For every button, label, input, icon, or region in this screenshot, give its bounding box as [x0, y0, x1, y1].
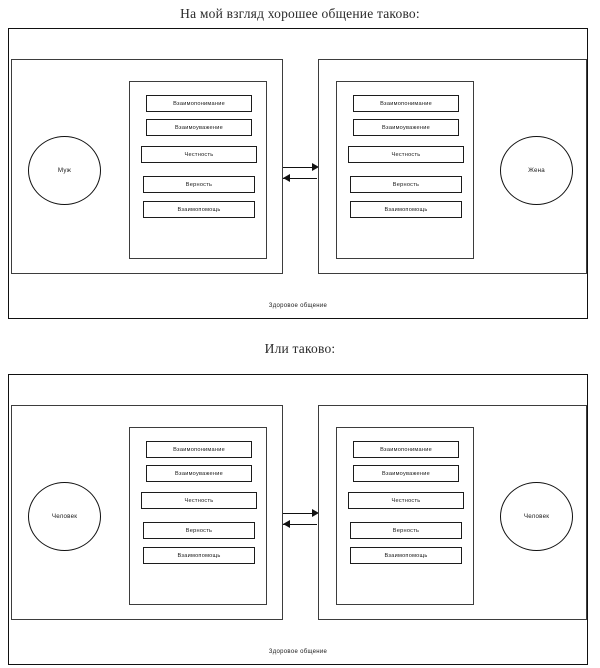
value-box: Честность [141, 492, 257, 509]
diagram-2-frame: Человек Взаимопонимание Взаимоуважение Ч… [8, 374, 588, 665]
value-box: Взаимопомощь [350, 201, 462, 218]
value-box: Взаимопонимание [353, 95, 459, 112]
value-box: Взаимопомощь [143, 201, 255, 218]
value-box: Верность [350, 176, 462, 193]
diagram-1-left-panel: Муж Взаимопонимание Взаимоуважение Честн… [11, 59, 283, 274]
value-box: Верность [350, 522, 462, 539]
diagram-2-title: Или таково: [264, 341, 336, 356]
arrow-right-icon [312, 509, 319, 517]
diagram-2-left-panel: Человек Взаимопонимание Взаимоуважение Ч… [11, 405, 283, 620]
arrow-left-icon [283, 174, 290, 182]
value-box: Честность [348, 146, 464, 163]
diagram-1-title: На мой взгляд хорошее общение таково: [180, 6, 420, 21]
arrow-right-icon [312, 163, 319, 171]
arrow-left-line [283, 178, 317, 179]
value-box: Взаимопонимание [353, 441, 459, 458]
value-box: Честность [348, 492, 464, 509]
diagram-1-frame: Муж Взаимопонимание Взаимоуважение Честн… [8, 28, 588, 319]
value-box: Взаимоуважение [353, 119, 459, 136]
value-box: Взаимопонимание [146, 95, 252, 112]
diagram-1-connector-arrows [283, 159, 319, 185]
diagram-1-left-actor-circle: Муж [28, 136, 101, 205]
value-box: Верность [143, 522, 255, 539]
value-box: Взаимопомощь [143, 547, 255, 564]
diagram-2-right-actor-circle: Человек [500, 482, 573, 551]
diagram-1-right-values-box: Взаимопонимание Взаимоуважение Честность… [336, 81, 474, 259]
arrow-left-line [283, 524, 317, 525]
diagram-2-right-values-box: Взаимопонимание Взаимоуважение Честность… [336, 427, 474, 605]
arrow-right-line [283, 513, 317, 514]
value-box: Взаимоуважение [353, 465, 459, 482]
diagram-1-right-actor-circle: Жена [500, 136, 573, 205]
value-box: Взаимопомощь [350, 547, 462, 564]
value-box: Взаимоуважение [146, 465, 252, 482]
diagram-2-left-values-box: Взаимопонимание Взаимоуважение Честность… [129, 427, 267, 605]
value-box: Взаимоуважение [146, 119, 252, 136]
diagram-2-right-panel: Взаимопонимание Взаимоуважение Честность… [318, 405, 587, 620]
diagram-2-connector-arrows [283, 505, 319, 531]
diagram-1-right-panel: Взаимопонимание Взаимоуважение Честность… [318, 59, 587, 274]
value-box: Честность [141, 146, 257, 163]
value-box: Верность [143, 176, 255, 193]
diagram-1-left-values-box: Взаимопонимание Взаимоуважение Честность… [129, 81, 267, 259]
arrow-right-line [283, 167, 317, 168]
arrow-left-icon [283, 520, 290, 528]
value-box: Взаимопонимание [146, 441, 252, 458]
diagram-2-caption: Здоровое общение [268, 649, 328, 655]
diagram-1-caption: Здоровое общение [268, 303, 328, 309]
diagram-2-left-actor-circle: Человек [28, 482, 101, 551]
